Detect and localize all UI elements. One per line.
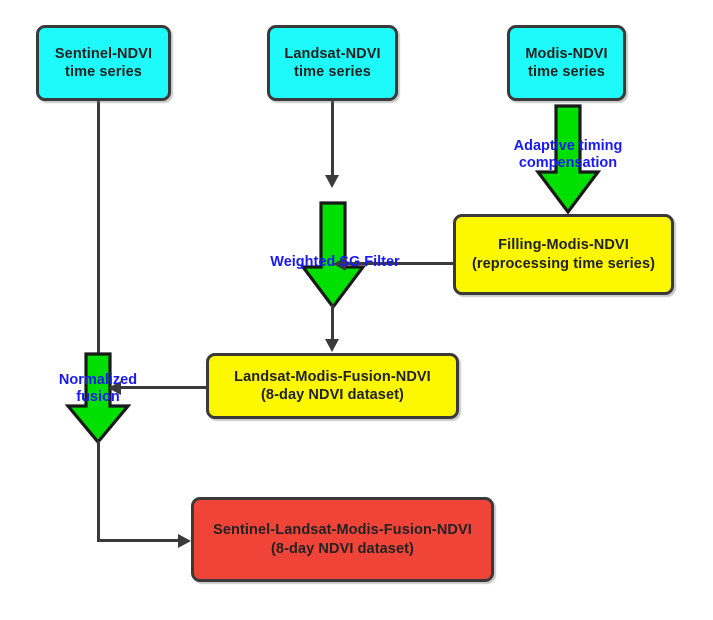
node-filling-modis-ndvi-label: Filling-Modis-NDVI (reprocessing time se… [468,236,659,272]
node-modis-source-line2: time series [528,64,605,80]
connector-filling-modis-to-sg-filter [344,262,454,265]
node-modis-source-label: Modis-NDVI time series [521,45,611,81]
node-modis-source[interactable]: Modis-NDVI time series [507,25,626,101]
node-sentinel-source-line1: Sentinel-NDVI [54,45,153,62]
block-arrow-normalized-fusion [64,352,132,446]
block-arrow-weighted-sg-filter [299,201,367,311]
node-modis-source-line1: Modis-NDVI [525,45,608,62]
node-final-fusion-ndvi-label: Sentinel-Landsat-Modis-Fusion-NDVI (8-da… [209,521,476,557]
node-landsat-modis-fusion-ndvi[interactable]: Landsat-Modis-Fusion-NDVI (8-day NDVI da… [206,353,459,419]
node-final-fusion-ndvi-line1: Sentinel-Landsat-Modis-Fusion-NDVI [213,522,472,539]
node-sentinel-source[interactable]: Sentinel-NDVI time series [36,25,171,101]
connector-fusion-box-to-normalized-fusion [120,386,206,389]
node-landsat-source-line2: time series [294,64,371,80]
connector-elbow-to-final-box [97,539,182,542]
node-filling-modis-ndvi-line2: (reprocessing time series) [471,255,656,272]
node-landsat-source-line1: Landsat-NDVI [284,45,381,62]
node-landsat-source[interactable]: Landsat-NDVI time series [267,25,398,101]
node-sentinel-source-line2: time series [65,64,142,80]
node-landsat-modis-fusion-ndvi-label: Landsat-Modis-Fusion-NDVI (8-day NDVI da… [230,368,435,404]
block-arrow-adaptive-timing [534,104,602,216]
node-landsat-source-label: Landsat-NDVI time series [280,45,384,81]
connector-sg-filter-to-fusion-box [331,305,334,343]
node-sentinel-source-label: Sentinel-NDVI time series [51,45,156,81]
node-filling-modis-ndvi[interactable]: Filling-Modis-NDVI (reprocessing time se… [453,214,674,295]
connector-sentinel-to-normalized-fusion [97,100,100,356]
connector-normalized-fusion-down [97,441,100,542]
node-landsat-modis-fusion-ndvi-line2: (8-day NDVI dataset) [260,387,404,403]
arrowhead-sg-filter-left-icon [333,257,346,271]
arrowhead-fusion-box-down-icon [325,339,339,352]
node-filling-modis-ndvi-line1: Filling-Modis-NDVI [498,237,629,254]
arrowhead-normalized-fusion-left-icon [108,381,121,395]
node-final-fusion-ndvi-line2: (8-day NDVI dataset) [270,540,414,557]
arrowhead-landsat-down-icon [325,175,339,188]
connector-landsat-to-sg-filter [331,100,334,178]
node-landsat-modis-fusion-ndvi-line1: Landsat-Modis-Fusion-NDVI [234,368,431,385]
arrowhead-final-box-right-icon [178,534,191,548]
node-final-fusion-ndvi[interactable]: Sentinel-Landsat-Modis-Fusion-NDVI (8-da… [191,497,494,582]
